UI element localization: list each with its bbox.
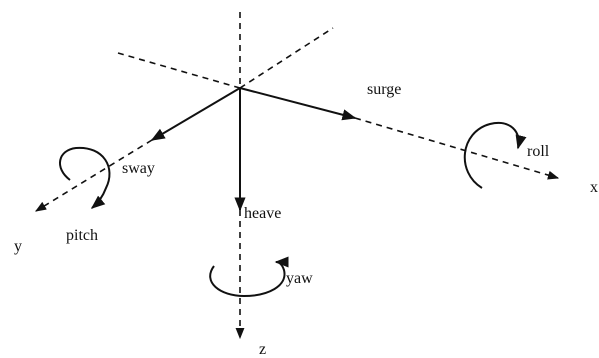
label-roll: roll: [527, 143, 550, 160]
label-pitch: pitch: [66, 227, 98, 244]
pitch-rotation-arrow: [59, 146, 111, 209]
x-axis-dashed: [354, 117, 560, 180]
sway-arrow: [150, 87, 241, 141]
label-yaw: yaw: [286, 270, 313, 287]
label-y: y: [14, 238, 22, 255]
roll-rotation-arrow: [463, 121, 527, 189]
y-axis-dashed: [35, 139, 153, 212]
label-z: z: [259, 341, 266, 358]
plane-line-left: [117, 52, 241, 89]
surge-arrow: [239, 87, 357, 121]
plane-line-upper-right: [239, 27, 334, 89]
label-surge: surge: [367, 81, 401, 98]
yaw-rotation-arrow: [209, 256, 289, 298]
label-x: x: [590, 179, 598, 196]
label-sway: sway: [122, 160, 155, 177]
label-heave: heave: [244, 205, 281, 222]
